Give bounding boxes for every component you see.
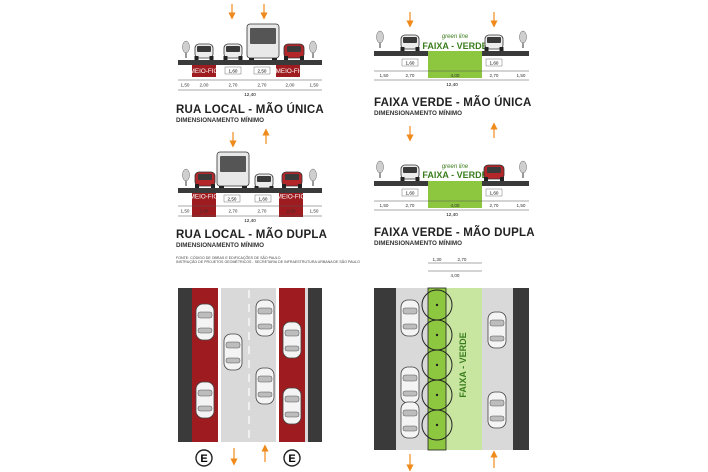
dim-15: 4,00 xyxy=(451,73,460,78)
total-dim-4: 12,40 xyxy=(446,212,458,217)
curb-label-right: MEIO-FIO xyxy=(276,68,305,75)
car-dim-1: 1,60 xyxy=(229,69,238,74)
plan-green-band-label: FAIXA - VERDE xyxy=(458,332,468,397)
dim-6: 1,50 xyxy=(310,83,319,88)
car-dim-6: 1,60 xyxy=(490,61,499,66)
dim-21: 2,70 xyxy=(490,203,499,208)
total-dim-3: 12,40 xyxy=(446,82,458,87)
dim-18: 1,50 xyxy=(380,203,389,208)
dim-3: 2,70 xyxy=(229,83,238,88)
subtitle-local-one-way: DIMENSIONAMENTO MÍNIMO xyxy=(176,117,265,124)
title-green-two-way: FAIXA VERDE - MÃO DUPLA xyxy=(374,227,535,239)
title-green-one-way: FAIXA VERDE - MÃO ÚNICA xyxy=(374,97,532,109)
dim-11: 2,00 xyxy=(287,209,296,214)
subtitle-green-one-way: DIMENSIONAMENTO MÍNIMO xyxy=(374,110,463,117)
plan-green-street: 1,30 2,70 4,00 FAIXA - VERDE xyxy=(374,257,529,472)
source-note: FONTE: CÓDIGO DE OBRAS E EDIFICAÇÕES DE … xyxy=(176,256,360,265)
car-dim-7: 1,60 xyxy=(406,191,415,196)
car-dim-3: 2,50 xyxy=(228,197,237,202)
curb-label-left: MEIO-FIO xyxy=(190,68,219,75)
dim-5: 2,00 xyxy=(286,83,295,88)
curb-label-right-2: MEIO-FIO xyxy=(277,194,306,201)
car-dim-4: 1,60 xyxy=(259,197,268,202)
dim-10: 2,70 xyxy=(258,209,267,214)
section-local-one-way: MEIO-FIO MEIO-FIO 1,60 2,50 1,50 2,00 2,… xyxy=(178,4,322,97)
total-dim: 12,40 xyxy=(244,92,256,97)
plan-dim-3: 4,00 xyxy=(451,273,460,278)
plan-local-street: E E xyxy=(178,288,322,467)
plan-dim-2: 2,70 xyxy=(458,257,467,262)
section-green-one-way: green line FAIXA - VERDE 1,60 1,60 1,50 … xyxy=(374,12,529,87)
car-dim-5: 1,60 xyxy=(406,61,415,66)
green-caption-2: green line xyxy=(442,164,469,170)
subtitle-local-two-way: DIMENSIONAMENTO MÍNIMO xyxy=(176,242,265,249)
green-band-label-1: FAIXA - VERDE xyxy=(422,41,487,51)
dim-2: 2,00 xyxy=(200,83,209,88)
dim-22: 1,50 xyxy=(517,203,526,208)
dim-19: 2,70 xyxy=(406,203,415,208)
title-local-one-way: RUA LOCAL - MÃO ÚNICA xyxy=(176,104,324,116)
dim-8: 2,00 xyxy=(200,209,209,214)
dim-9: 2,70 xyxy=(229,209,238,214)
source-note-line-1: FONTE: CÓDIGO DE OBRAS E EDIFICAÇÕES DE … xyxy=(176,256,281,260)
green-band-label-2: FAIXA - VERDE xyxy=(422,170,487,180)
car-dim-2: 2,50 xyxy=(258,69,267,74)
section-green-two-way: green line FAIXA - VERDE 1,60 1,60 1,50 … xyxy=(374,160,529,217)
dim-16: 2,70 xyxy=(490,73,499,78)
parking-symbol-right: E xyxy=(288,453,295,465)
dim-1: 1,50 xyxy=(181,83,190,88)
dim-12: 1,50 xyxy=(310,209,319,214)
dim-7: 1,50 xyxy=(181,209,190,214)
dim-14: 2,70 xyxy=(406,73,415,78)
total-dim-2: 12,40 xyxy=(244,218,256,223)
dim-4: 2,70 xyxy=(258,83,267,88)
plan-dim-1: 1,30 xyxy=(433,257,442,262)
section-local-two-way: MEIO-FIO MEIO-FIO 2,50 1,60 1,50 2,00 2,… xyxy=(178,128,322,223)
dim-13: 1,50 xyxy=(380,73,389,78)
subtitle-green-two-way: DIMENSIONAMENTO MÍNIMO xyxy=(374,240,463,247)
curb-label-left-2: MEIO-FIO xyxy=(190,194,219,201)
green-caption-1: green line xyxy=(442,34,469,40)
dim-20: 4,00 xyxy=(451,203,460,208)
parking-symbol-left: E xyxy=(200,453,207,465)
title-local-two-way: RUA LOCAL - MÃO DUPLA xyxy=(176,229,328,241)
car-dim-8: 1,60 xyxy=(490,191,499,196)
source-note-line-2: INSTRUÇÃO DE PROJETOS GEOMÉTRICOS - SECR… xyxy=(176,260,360,265)
dim-17: 1,50 xyxy=(517,73,526,78)
